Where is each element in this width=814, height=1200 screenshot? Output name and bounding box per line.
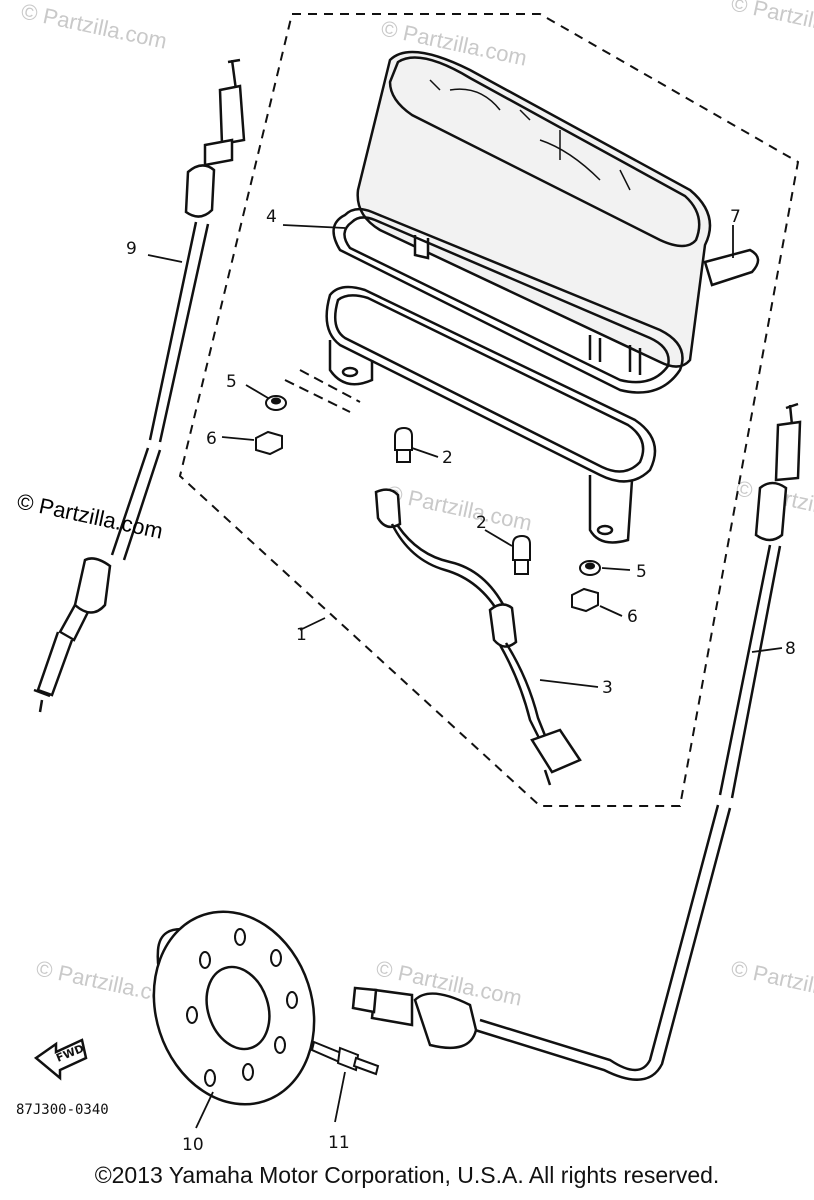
meter-gasket <box>332 207 684 394</box>
assembly-boundary <box>178 13 800 807</box>
bulbs <box>394 426 531 575</box>
fwd-arrow-icon: FWD <box>33 1038 88 1081</box>
meter-bracket <box>325 285 657 544</box>
main-watermark: © Partzilla.com <box>15 488 165 543</box>
callout-4: 4 <box>266 207 277 227</box>
wiring-harness <box>374 488 582 786</box>
faint-watermark: © Partzilla.com <box>19 0 169 54</box>
callout-1: 1 <box>296 625 307 645</box>
faint-watermark: © Partzilla.com <box>729 0 814 46</box>
callout-6b: 6 <box>627 607 638 627</box>
callout-8: 8 <box>785 639 796 659</box>
callout-5b: 5 <box>636 562 647 582</box>
callouts: 1 2 2 3 4 5 5 6 6 7 8 9 10 11 <box>126 207 796 1155</box>
faint-watermark: © Partzilla.com <box>384 480 534 535</box>
leader-lines <box>147 224 783 1129</box>
callout-3: 3 <box>602 678 613 698</box>
callout-2a: 2 <box>442 448 453 468</box>
pin <box>310 1040 380 1076</box>
copyright-footer: ©2013 Yamaha Motor Corporation, U.S.A. A… <box>94 1162 720 1188</box>
callout-11: 11 <box>328 1133 350 1153</box>
cable-end-fitting <box>351 986 478 1050</box>
speedometer-cable-left <box>33 58 246 713</box>
callout-2b: 2 <box>476 513 487 533</box>
callout-10: 10 <box>182 1135 204 1155</box>
speedometer-cable-right <box>474 402 802 1081</box>
callout-5a: 5 <box>226 372 237 392</box>
callout-9: 9 <box>126 239 137 259</box>
callout-7: 7 <box>730 207 741 227</box>
faint-watermark: © Partzilla.com <box>729 955 814 1010</box>
meter-case <box>356 50 760 375</box>
grommets <box>255 369 601 613</box>
callout-6a: 6 <box>206 429 217 449</box>
part-code: 87J300-0340 <box>16 1102 109 1118</box>
meter-gear-hub <box>152 910 316 1106</box>
